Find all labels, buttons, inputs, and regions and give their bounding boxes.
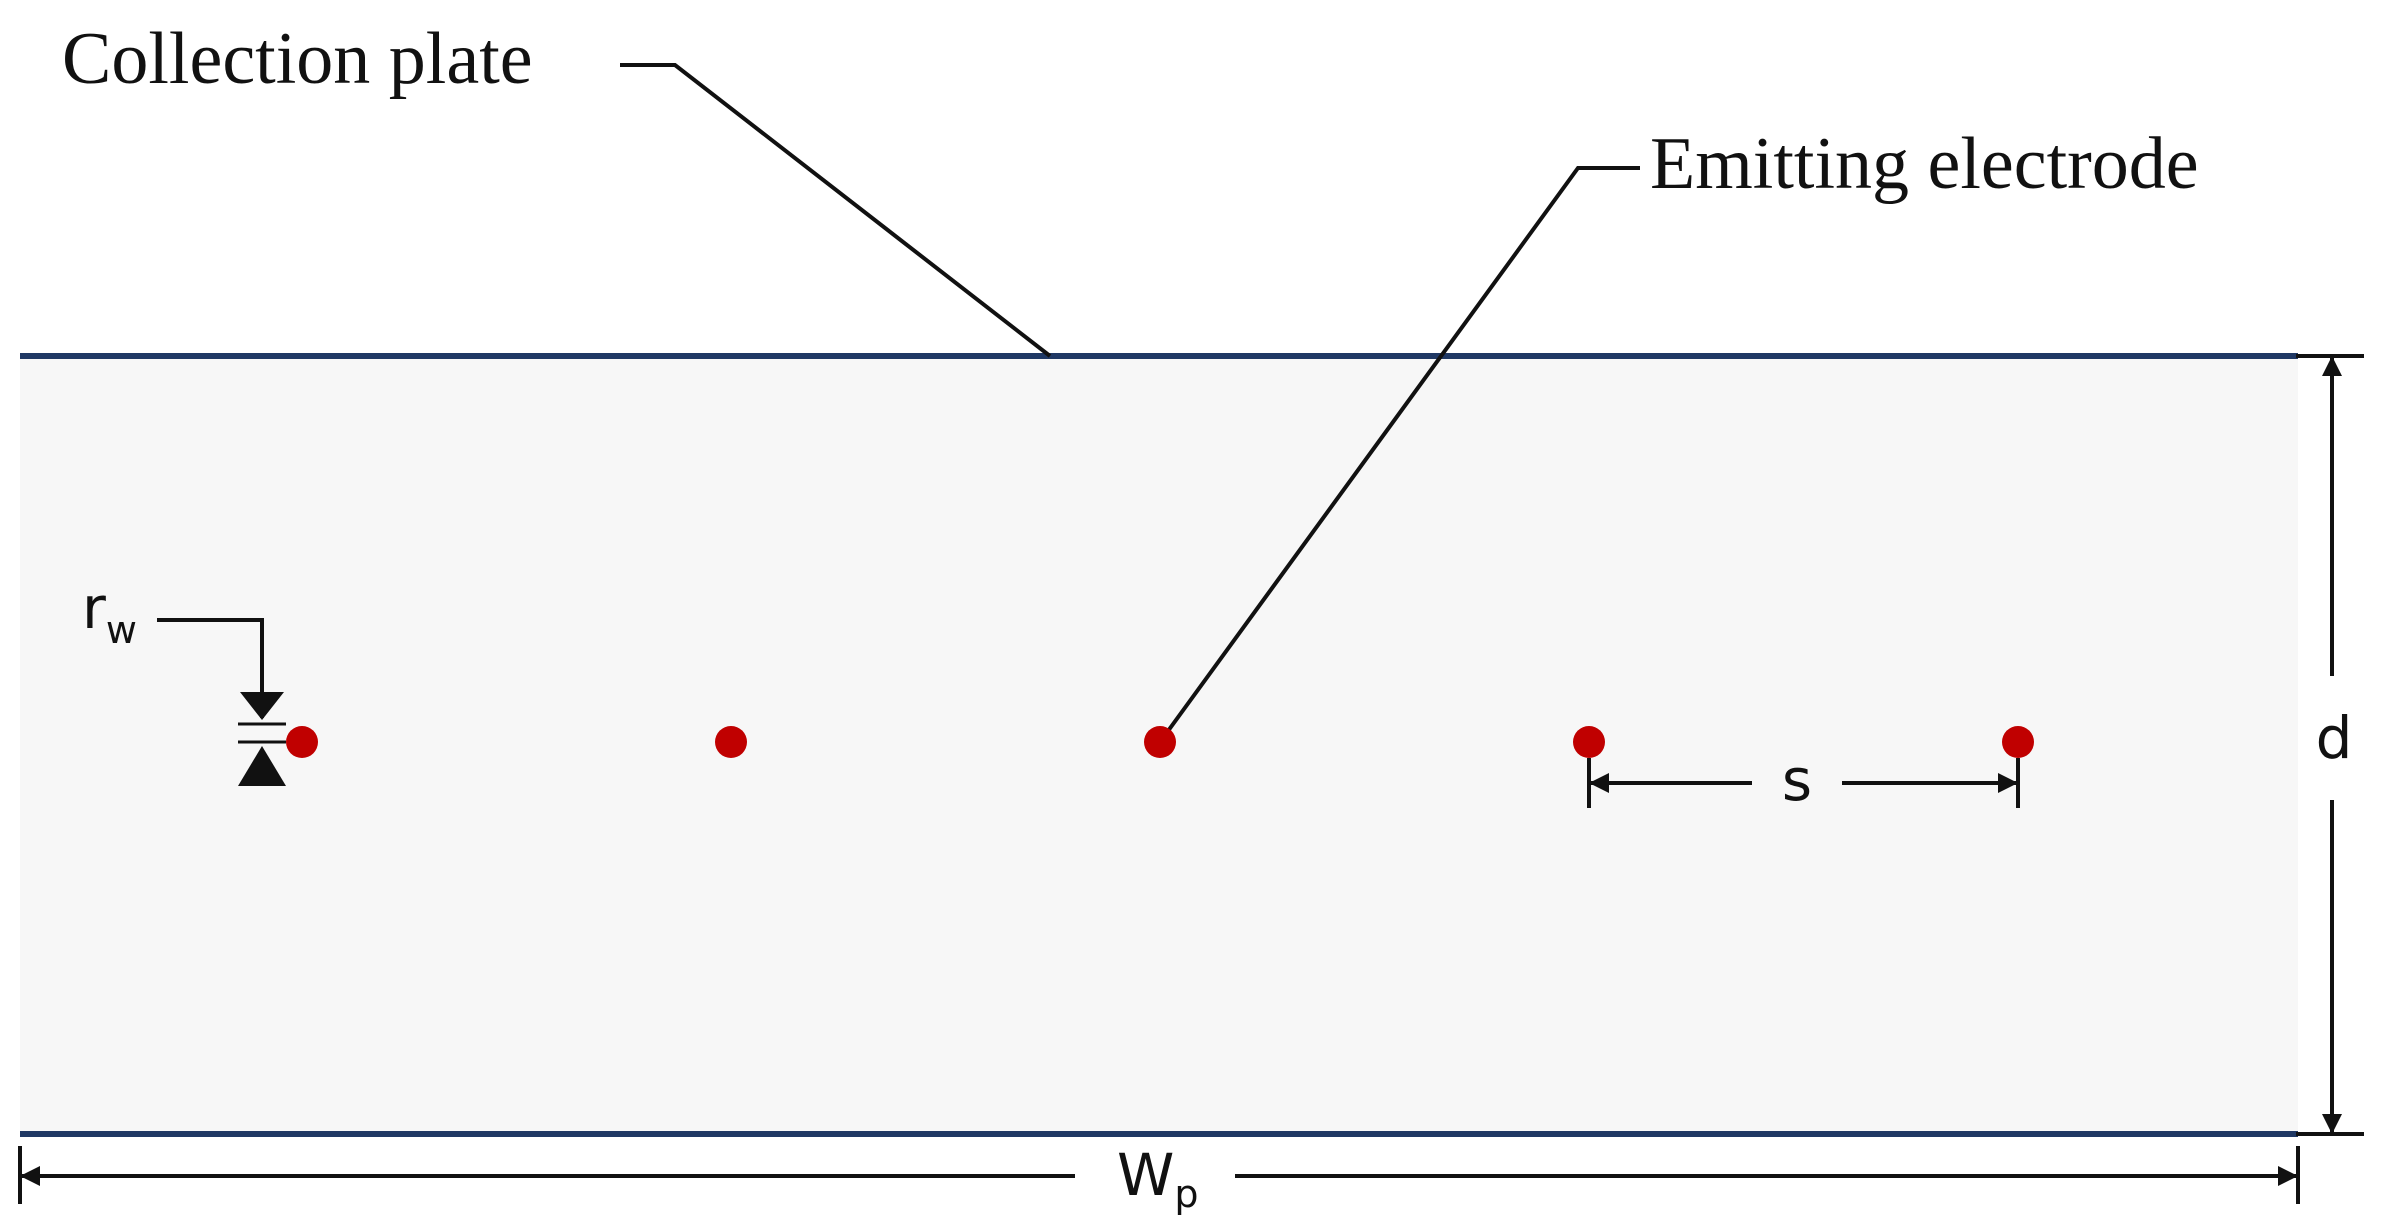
wire-radius-subscript: w [106,608,137,652]
plate-distance-label: d [2316,704,2353,772]
plate-width-symbol: W [1117,1141,1174,1209]
emitting-electrode-leader [1158,166,1640,744]
spacing-label: s [1782,746,1812,814]
emitting-electrode-label: Emitting electrode [1650,123,2199,205]
spacing-dimension [1587,758,2020,808]
electrode-2 [715,726,747,758]
plate-distance-dimension [2296,354,2364,1136]
plate-width-dimension [18,1146,2300,1204]
wire-radius-up-arrow [238,746,286,786]
wire-radius-annotation [157,618,286,786]
electrode-row [286,726,2034,758]
wire-radius-label: rw [82,574,137,652]
plate-width-subscript: p [1174,1172,1198,1216]
wire-radius-leader [157,618,264,718]
electrode-4 [1573,726,1605,758]
wire-radius-down-arrow [240,692,284,720]
wire-radius-symbol: r [82,574,106,642]
electrode-3 [1144,726,1176,758]
plate-width-label: Wp [1117,1141,1198,1216]
collection-plate-label: Collection plate [62,18,533,100]
collection-plate-leader [620,63,1052,358]
electrode-5 [2002,726,2034,758]
electrode-1 [286,726,318,758]
